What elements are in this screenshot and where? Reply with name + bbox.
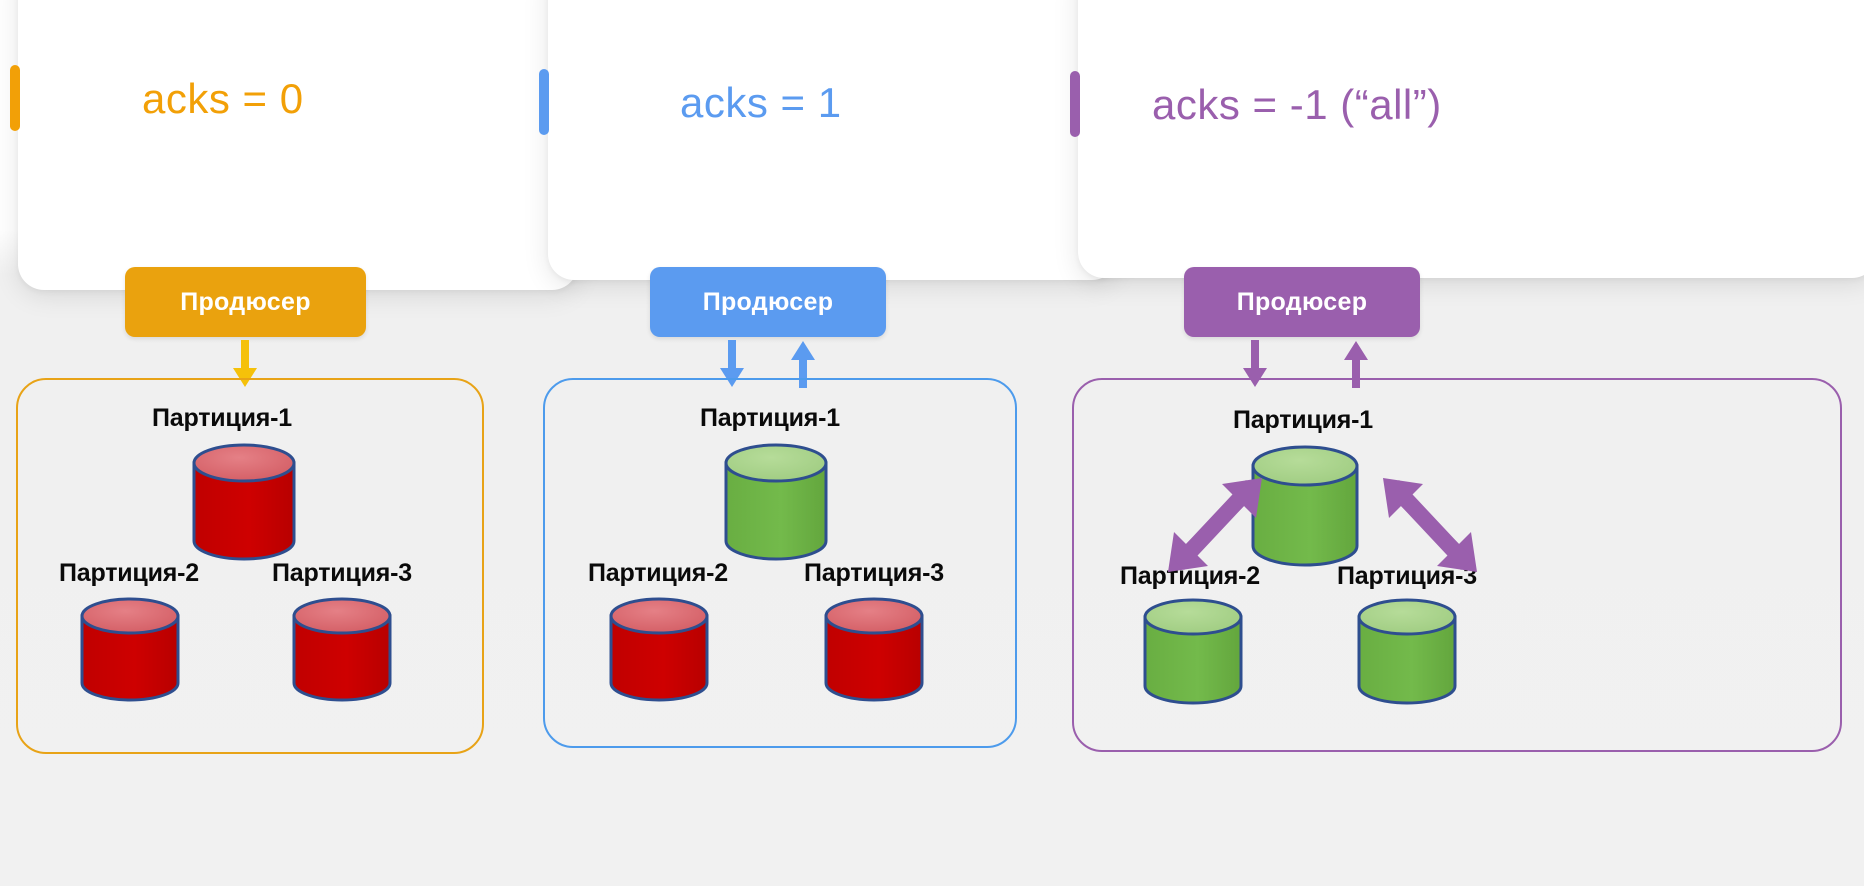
cylinder-partition-2-acks-0 (78, 597, 182, 702)
partition-group-acks-0 (16, 378, 484, 754)
partition-label-3-acks-0: Партиция-3 (272, 559, 412, 587)
partition-group-acks-1 (543, 378, 1017, 748)
arrow-up-icon-acks-all (1343, 340, 1369, 388)
replication-arrows-right-acks-all (1375, 470, 1485, 580)
arrow-up-icon-acks-1 (790, 340, 816, 388)
producer-label: Продюсер (1236, 287, 1368, 316)
partition-label-2-acks-1: Партиция-2 (588, 559, 728, 587)
cylinder-partition-2-acks-all (1141, 598, 1245, 706)
cylinder-partition-3-acks-1 (822, 597, 926, 702)
accent-bar-acks-all (1070, 71, 1080, 137)
accent-bar-acks-0 (10, 65, 20, 131)
producer-badge-acks-0: Продюсер (125, 267, 366, 337)
header-card-acks-1 (548, 0, 1118, 280)
partition-label-3-acks-1: Партиция-3 (804, 559, 944, 587)
producer-label: Продюсер (180, 287, 311, 316)
cylinder-partition-1-acks-all (1249, 445, 1361, 567)
card-title-acks-0: acks = 0 (142, 75, 304, 122)
arrow-down-icon-acks-all (1242, 340, 1268, 388)
partition-label-1-acks-all: Партиция-1 (1233, 406, 1373, 434)
producer-badge-acks-1: Продюсер (650, 267, 886, 337)
arrow-down-icon-acks-0 (232, 340, 258, 388)
header-card-acks-all (1078, 0, 1864, 278)
partition-label-1-acks-1: Партиция-1 (700, 404, 840, 432)
producer-badge-acks-all: Продюсер (1184, 267, 1420, 337)
producer-label: Продюсер (702, 287, 834, 316)
header-card-acks-0 (18, 0, 578, 290)
cylinder-partition-1-acks-0 (190, 443, 298, 561)
replication-arrows-left-acks-all (1160, 470, 1270, 580)
card-title-acks-1: acks = 1 (680, 79, 842, 126)
cylinder-partition-3-acks-all (1355, 598, 1459, 706)
partition-label-2-acks-0: Партиция-2 (59, 559, 199, 587)
partition-label-1-acks-0: Партиция-1 (152, 404, 292, 432)
accent-bar-acks-1 (539, 69, 549, 135)
card-title-acks-all: acks = -1 (“all”) (1152, 81, 1442, 128)
arrow-down-icon-acks-1 (719, 340, 745, 388)
partition-group-acks-all (1072, 378, 1842, 752)
cylinder-partition-1-acks-1 (722, 443, 830, 561)
cylinder-partition-2-acks-1 (607, 597, 711, 702)
cylinder-partition-3-acks-0 (290, 597, 394, 702)
